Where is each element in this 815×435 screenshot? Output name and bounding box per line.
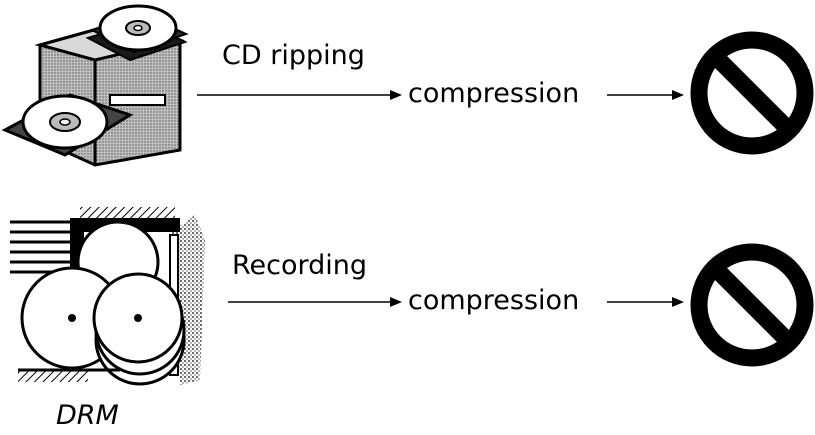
prohibited-sign-icon [690, 243, 814, 367]
tape-reel-icon [10, 207, 205, 386]
process-label-cd-ripping: CD ripping [222, 40, 365, 71]
prohibited-sign-icon [690, 31, 814, 155]
step-label-compression-2: compression [408, 285, 580, 316]
arrow-ripping-to-compression [197, 90, 402, 100]
arrow-compression-to-prohibited-2 [607, 297, 684, 307]
caption-drm: DRM [56, 400, 119, 431]
step-label-compression-1: compression [408, 78, 580, 109]
arrow-compression-to-prohibited-1 [607, 90, 684, 100]
arrow-recording-to-compression [228, 297, 402, 307]
process-label-recording: Recording [232, 250, 368, 281]
computer-cd-icon [1, 4, 189, 167]
